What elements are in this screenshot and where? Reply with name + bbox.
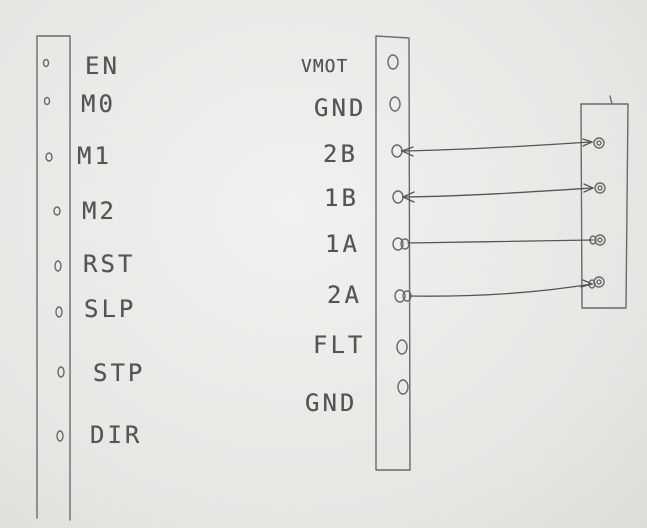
left-pin-hole	[54, 260, 62, 272]
left-pin-hole	[53, 206, 61, 216]
wire-2A	[409, 283, 593, 297]
motor-pin-hole	[593, 137, 605, 149]
pin-label-m1: M1	[77, 142, 112, 170]
right-pin-hole	[387, 54, 399, 70]
pin-label-flt: FLT	[313, 331, 366, 359]
motor-connector-outline	[580, 95, 629, 309]
pin-label-m2: M2	[82, 197, 117, 225]
motor-pin-hole	[594, 182, 606, 194]
motor-pin-hole	[594, 234, 606, 246]
right-pin-hole	[389, 96, 401, 112]
pin-label-en: EN	[85, 52, 120, 80]
pin-label-1b: 1B	[324, 184, 359, 212]
pin-label-dir: DIR	[90, 421, 143, 449]
pin-label-gnd-1: GND	[314, 94, 367, 122]
wire-2B	[402, 141, 591, 152]
pin-label-stp: STP	[93, 359, 146, 387]
right-pin-hole	[396, 339, 408, 355]
left-pin-hole	[45, 152, 53, 162]
left-pin-hole	[57, 366, 65, 378]
wire-1A	[407, 239, 594, 244]
left-header-outline	[36, 35, 71, 521]
pin-label-1a: 1A	[325, 230, 360, 258]
pin-label-gnd-2: GND	[305, 389, 358, 417]
left-pin-hole	[56, 430, 64, 442]
right-header-outline	[375, 35, 411, 471]
pin-label-slp: SLP	[84, 295, 137, 323]
pin-label-2b: 2B	[323, 140, 358, 168]
left-pin-hole	[55, 306, 63, 318]
wire-1B	[403, 187, 593, 198]
right-pin-hole	[394, 289, 406, 303]
pin-label-m0: M0	[81, 90, 116, 118]
pin-label-2a: 2A	[327, 281, 362, 309]
right-pin-hole	[392, 237, 404, 251]
left-pin-hole	[42, 58, 50, 68]
right-pin-hole	[397, 379, 409, 395]
pin-label-rst: RST	[83, 250, 136, 278]
pin-label-vmot: VMOT	[301, 56, 349, 77]
left-pin-hole	[43, 96, 51, 106]
